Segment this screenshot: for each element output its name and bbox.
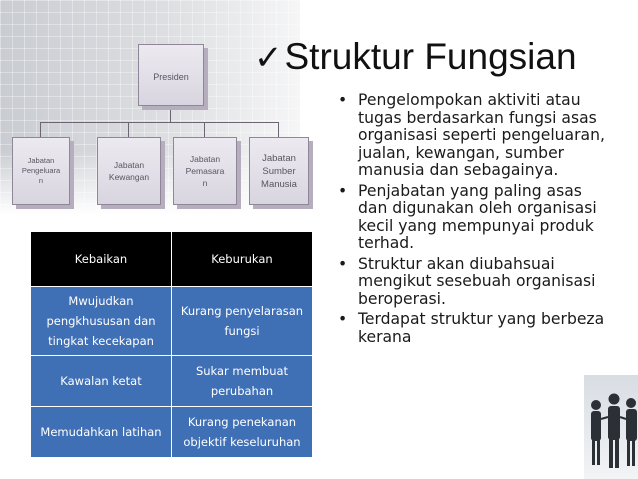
slide-title: ✓Struktur Fungsian xyxy=(254,36,634,78)
org-box-label: n xyxy=(202,178,208,188)
bullet-text: Struktur akan diubahsuai mengikut sesebu… xyxy=(358,254,596,308)
org-connector-horizontal xyxy=(40,122,278,123)
bullet-text: Pengelompokan aktiviti atau tugas berdas… xyxy=(358,92,605,179)
org-connector-drop-1 xyxy=(40,122,41,137)
org-connector-drop-2 xyxy=(128,122,129,137)
bullet-icon: • xyxy=(338,181,348,200)
org-box-label: Kewangan xyxy=(108,172,150,182)
bullet-item: • Pengelompokan aktiviti atau tugas berda… xyxy=(336,92,606,180)
table-row: Mwujudkan pengkhususan dan tingkat kecek… xyxy=(31,286,312,356)
bullet-item: • Penjabatan yang paling asas dan digunak… xyxy=(336,181,606,253)
org-box-presiden: Presiden xyxy=(138,44,204,106)
bullet-icon: • xyxy=(338,92,348,109)
org-box-label: Pengeluara xyxy=(21,166,61,175)
org-box-label: Jabatan xyxy=(262,152,296,164)
table-cell: Kawalan ketat xyxy=(31,355,172,407)
table-header-row: Kebaikan Keburukan xyxy=(31,232,312,287)
table-cell: Kurang penyelarasan fungsi xyxy=(171,286,312,356)
org-box-pengeluaran: Jabatan Pengeluara n xyxy=(12,137,70,205)
bullet-item: • Struktur akan diubahsuai mengikut seseb… xyxy=(336,254,606,309)
org-box-pemasaran: Jabatan Pemasara n xyxy=(173,137,237,205)
org-connector-drop-3 xyxy=(204,122,205,137)
bullet-text: Terdapat struktur yang berbeza kerana xyxy=(358,310,605,346)
table-cell: Sukar membuat perubahan xyxy=(171,355,312,407)
table-row: Memudahkan latihan Kurang penekanan obje… xyxy=(31,406,312,457)
slide-title-text: Struktur Fungsian xyxy=(284,36,577,77)
table-header-keburukan: Keburukan xyxy=(171,232,312,287)
people-silhouette-image xyxy=(584,375,638,479)
checkmark-icon: ✓ xyxy=(254,39,283,77)
table-cell: Memudahkan latihan xyxy=(31,406,172,457)
org-box-label: Jabatan xyxy=(113,160,145,170)
org-box-label: Jabatan xyxy=(27,156,55,165)
bullet-list: • Pengelompokan aktiviti atau tugas berda… xyxy=(336,92,606,479)
org-box-label: n xyxy=(38,176,44,185)
bullet-text: Penjabatan yang paling asas dan digunaka… xyxy=(358,181,597,252)
org-box-sumber-manusia: Jabatan Sumber Manusia xyxy=(249,137,309,205)
table-row: Kawalan ketat Sukar membuat perubahan xyxy=(31,355,312,407)
org-box-label: Manusia xyxy=(261,178,297,190)
table-cell: Mwujudkan pengkhususan dan tingkat kecek… xyxy=(31,286,172,356)
pros-cons-table: Kebaikan Keburukan Mwujudkan pengkhususa… xyxy=(31,232,312,457)
org-box-label: Presiden xyxy=(153,72,189,82)
org-box-kewangan: Jabatan Kewangan xyxy=(97,137,161,205)
bullet-icon: • xyxy=(338,254,348,273)
table-header-kebaikan: Kebaikan xyxy=(31,232,172,287)
bullet-item: • Terdapat struktur yang berbeza kerana xyxy=(336,310,606,346)
bullet-icon: • xyxy=(338,310,348,328)
org-box-label: Pemasara xyxy=(185,166,225,176)
org-connector-drop-4 xyxy=(278,122,279,137)
table-cell: Kurang penekanan objektif keseluruhan xyxy=(171,406,312,457)
org-connector-vertical-top xyxy=(170,107,171,122)
org-box-label: Sumber xyxy=(262,165,296,177)
org-box-label: Jabatan xyxy=(189,154,221,164)
